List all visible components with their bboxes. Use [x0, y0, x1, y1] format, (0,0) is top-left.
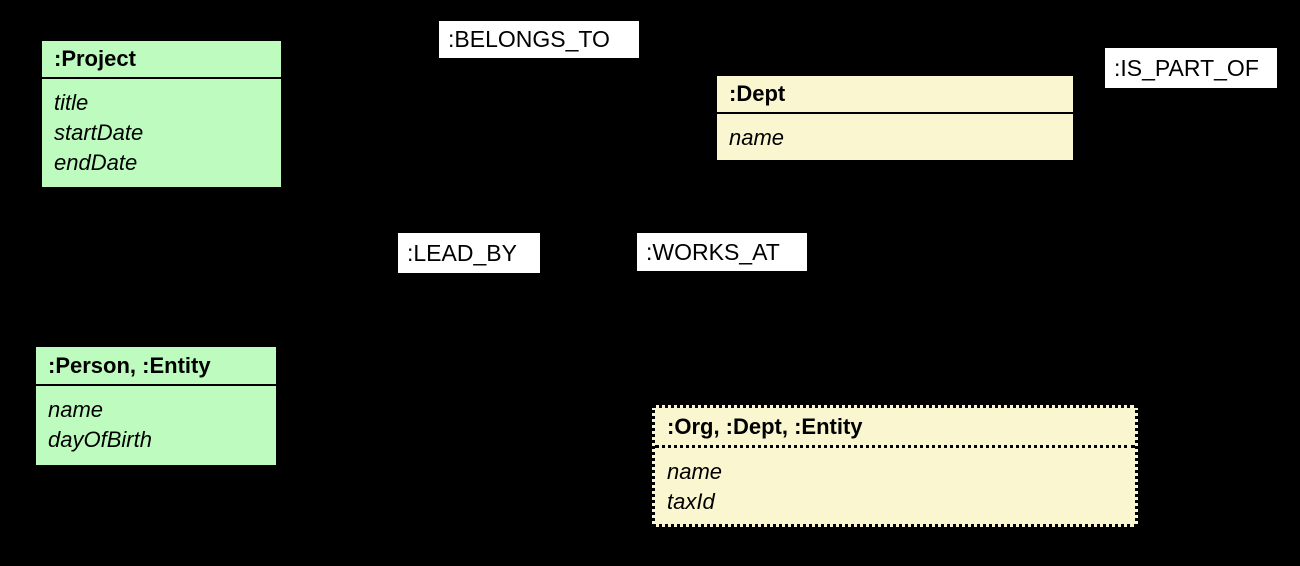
- attribute-name: name: [48, 397, 104, 422]
- relationship-label-belongs-to: :BELONGS_TO: [439, 21, 639, 58]
- node-dept-title: :Dept: [717, 76, 1073, 114]
- node-person-attributes: name dayOfBirth: [36, 386, 276, 455]
- attribute-startdate: startDate: [54, 120, 144, 145]
- attribute-title: title: [54, 90, 89, 115]
- node-project-attributes: title startDate endDate: [42, 79, 281, 178]
- node-dept-attributes: name: [717, 114, 1073, 153]
- node-org-title: :Org, :Dept, :Entity: [655, 408, 1135, 448]
- node-org: :Org, :Dept, :Entity name taxId: [652, 405, 1138, 527]
- attribute-enddate: endDate: [54, 150, 138, 175]
- relationship-label-works-at: :WORKS_AT: [637, 233, 807, 271]
- node-org-attributes: name taxId: [655, 448, 1135, 517]
- attribute-dayofbirth: dayOfBirth: [48, 427, 152, 452]
- attribute-taxid: taxId: [667, 489, 715, 514]
- node-dept: :Dept name: [715, 74, 1075, 162]
- attribute-name: name: [667, 459, 723, 484]
- relationship-label-is-part-of: :IS_PART_OF: [1105, 48, 1277, 88]
- node-person-title: :Person, :Entity: [36, 347, 276, 386]
- node-project: :Project title startDate endDate: [40, 39, 283, 189]
- attribute-name: name: [729, 125, 785, 150]
- node-person: :Person, :Entity name dayOfBirth: [34, 345, 278, 467]
- node-project-title: :Project: [42, 41, 281, 79]
- relationship-label-lead-by: :LEAD_BY: [398, 233, 540, 273]
